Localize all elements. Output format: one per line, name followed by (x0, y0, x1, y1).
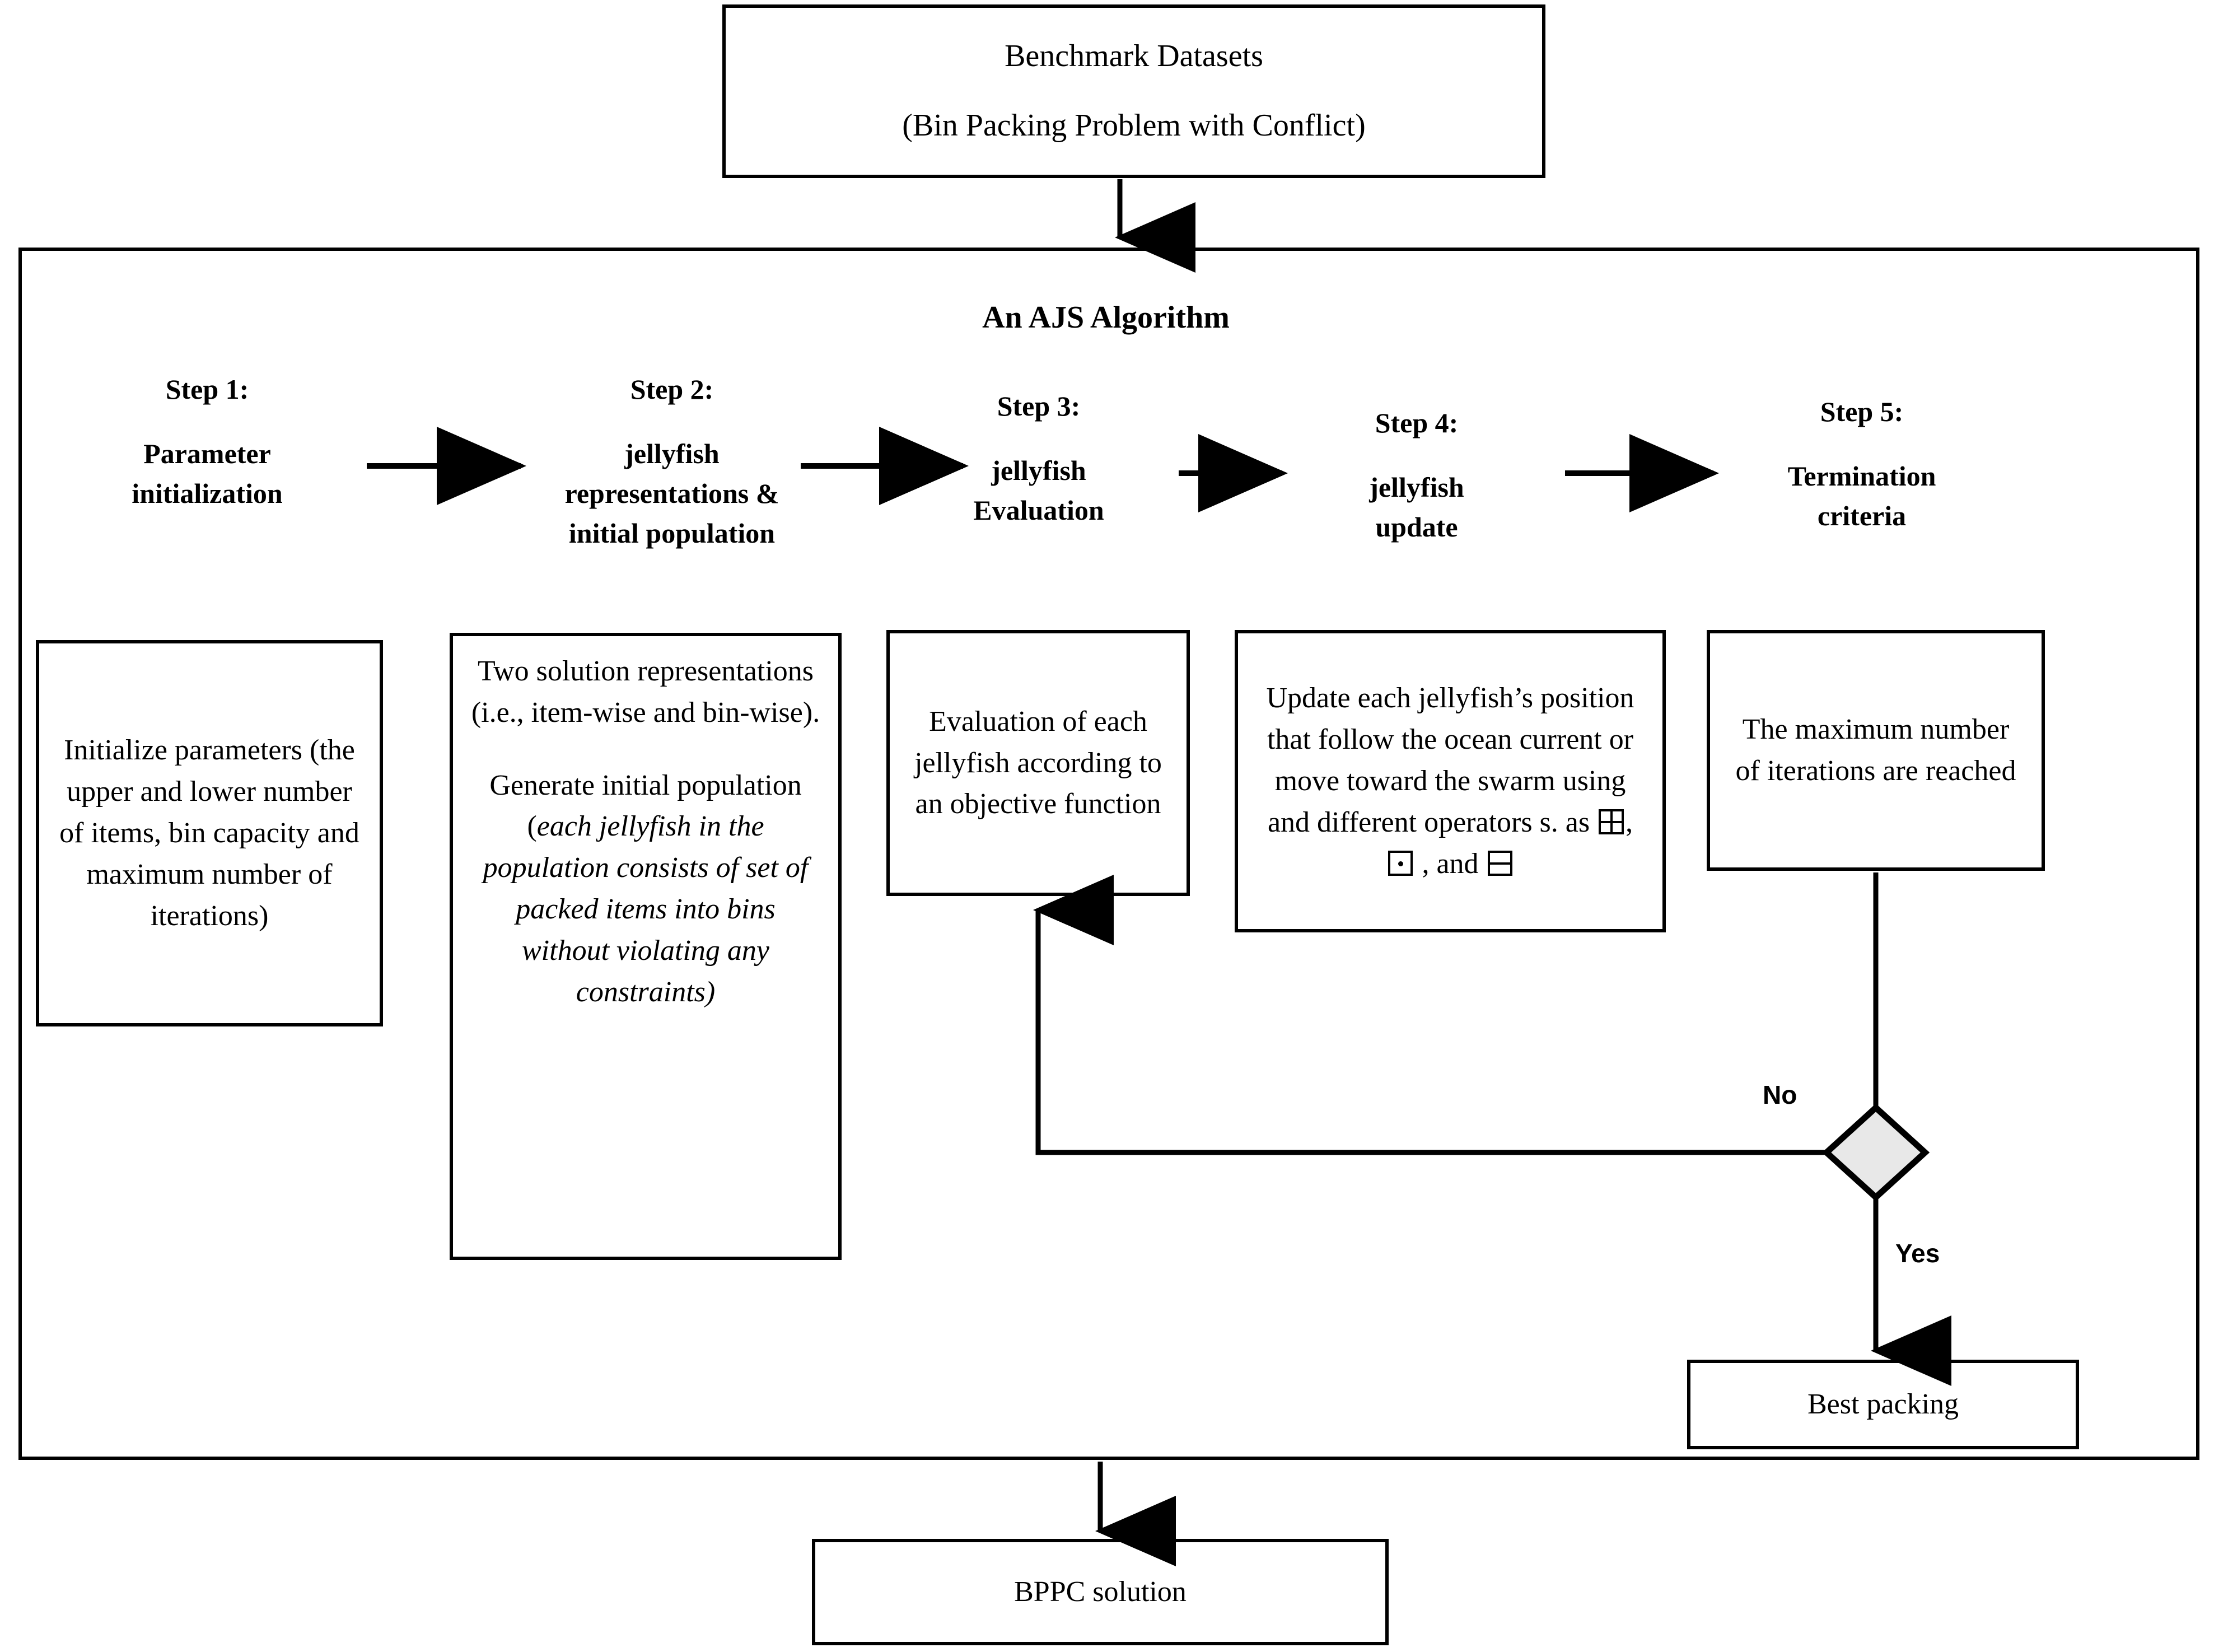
step-2-detail-para2-plain: Generate initial population ( (489, 769, 802, 843)
step-4-number: Step 4: (1375, 407, 1459, 438)
best-packing-text: Best packing (1807, 1388, 1959, 1421)
step-5-number: Step 5: (1820, 396, 1904, 427)
bppc-solution-box: BPPC solution (812, 1539, 1389, 1645)
step-3-name-line2: Evaluation (973, 494, 1104, 526)
step-5-name-line1: Termination (1787, 460, 1936, 492)
step-3-name-line1: jellyfish (991, 455, 1086, 486)
step-2-detail-para2-italic: each jellyfish in the population consist… (483, 810, 809, 1008)
step-2-detail-para2: Generate initial population (each jellyf… (470, 765, 821, 1013)
square-with-dot-icon (1388, 851, 1413, 876)
best-packing-box: Best packing (1687, 1360, 2079, 1449)
bppc-solution-text: BPPC solution (1014, 1576, 1187, 1608)
step-5-detail-text: The maximum number of iterations are rea… (1735, 713, 2016, 787)
step-3-header: Step 3: jellyfish Evaluation (907, 386, 1170, 530)
step-3-number: Step 3: (997, 390, 1081, 422)
square-with-horizontal-line-icon (1487, 851, 1513, 876)
step-5-header: Step 5: Termination criteria (1713, 392, 2010, 536)
step-3-detail-text: Evaluation of each jellyfish according t… (914, 705, 1162, 820)
step-3-detail-box: Evaluation of each jellyfish according t… (886, 630, 1190, 896)
step-2-detail-para1: Two solution representations (i.e., item… (471, 655, 820, 729)
step-2-number: Step 2: (630, 374, 714, 405)
step-4-detail-text: Update each jellyfish’s position that fo… (1253, 678, 1648, 884)
benchmark-datasets-box: Benchmark Datasets (Bin Packing Problem … (722, 4, 1545, 178)
step-4-operator-sep-2: , and (1414, 847, 1486, 880)
step-4-detail-before: Update each jellyfish’s position that fo… (1266, 682, 1634, 838)
step-2-name-line2: representations & (564, 478, 779, 509)
benchmark-datasets-line2: (Bin Packing Problem with Conflict) (902, 108, 1366, 143)
decision-label-no: No (1763, 1080, 1797, 1109)
step-4-operator-sep-1: , (1626, 806, 1633, 838)
step-1-name-line1: Parameter (143, 438, 271, 469)
square-with-cross-icon (1599, 809, 1624, 835)
step-2-header: Step 2: jellyfish representations & init… (521, 370, 823, 553)
step-2-detail-box: Two solution representations (i.e., item… (450, 633, 842, 1260)
step-1-detail-text: Initialize parameters (the upper and low… (59, 734, 359, 932)
step-4-header: Step 4: jellyfish update (1291, 403, 1543, 547)
step-2-name-line1: jellyfish (624, 438, 720, 469)
decision-label-yes: Yes (1895, 1239, 1940, 1268)
step-5-detail-box: The maximum number of iterations are rea… (1707, 630, 2045, 871)
ajs-algorithm-title: An AJS Algorithm (982, 300, 1230, 335)
step-1-number: Step 1: (165, 374, 249, 405)
step-4-name-line1: jellyfish (1369, 472, 1464, 503)
step-2-name-line3: initial population (568, 517, 776, 549)
step-1-header: Step 1: Parameter initialization (87, 370, 328, 514)
step-1-name-line2: initialization (132, 478, 283, 509)
step-5-name-line2: criteria (1817, 500, 1907, 531)
step-4-name-line2: update (1375, 511, 1458, 543)
benchmark-datasets-line1: Benchmark Datasets (1005, 39, 1263, 74)
step-4-detail-box: Update each jellyfish’s position that fo… (1235, 630, 1666, 932)
step-1-detail-box: Initialize parameters (the upper and low… (36, 640, 383, 1026)
